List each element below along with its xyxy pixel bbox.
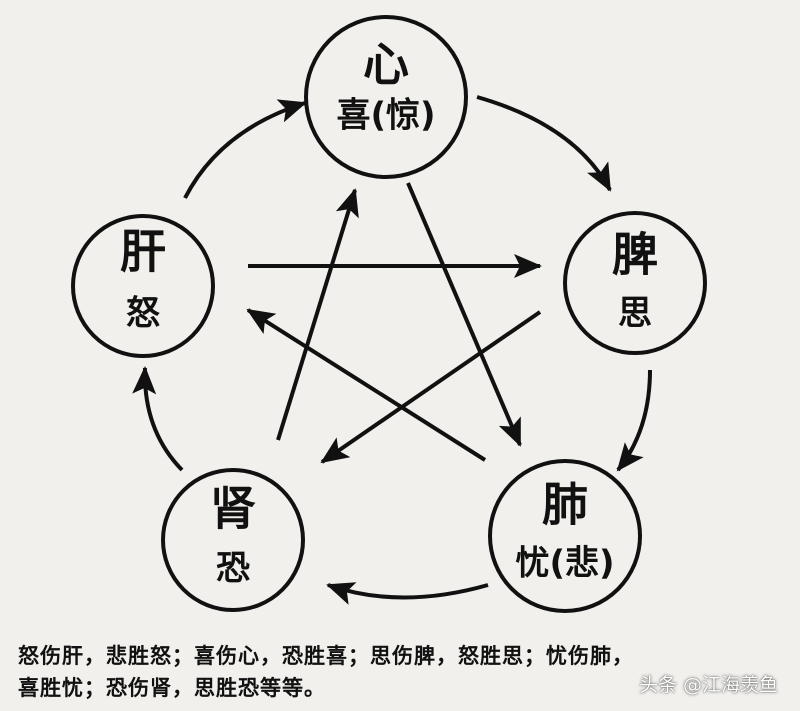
organ-heart-label: 心	[363, 38, 409, 92]
node-spleen: 脾 思	[563, 211, 707, 355]
caption-line-2: 喜胜忧；恐伤肾，思胜恐等等。	[18, 676, 326, 700]
emotion-liver-label: 怒	[126, 294, 160, 334]
generating-cycle-arrows	[132, 95, 652, 605]
arrow-liver-to-heart	[183, 99, 307, 199]
organ-lung-label: 肺	[542, 478, 588, 532]
watermark: 头条 @江海羡鱼	[638, 674, 778, 696]
organ-spleen-label: 脾	[612, 228, 658, 282]
node-heart: 心 喜(惊)	[304, 15, 468, 179]
arrow-spleen-to-kidney	[320, 310, 542, 464]
emotion-lung-label: 忧(悲)	[515, 544, 614, 584]
node-lung: 肺 忧(悲)	[488, 459, 642, 613]
caption-text: 怒伤肝，悲胜怒；喜伤心，恐胜喜；思伤脾，怒胜思；忧伤肺， 喜胜忧；恐伤肾，思胜恐…	[18, 640, 788, 704]
caption-line-1: 怒伤肝，悲胜怒；喜伤心，恐胜喜；思伤脾，怒胜思；忧伤肺，	[18, 644, 634, 668]
arrow-spleen-to-lung	[616, 369, 652, 472]
arrow-heart-to-lung	[406, 182, 522, 447]
arrow-lung-to-kidney	[326, 582, 489, 605]
emotion-heart-label: 喜(惊)	[336, 96, 435, 136]
organ-kidney-label: 肾	[210, 482, 256, 536]
organ-liver-label: 肝	[120, 225, 166, 279]
emotion-kidney-label: 恐	[216, 549, 250, 589]
arrow-lung-to-liver	[246, 308, 487, 462]
arrow-kidney-to-liver	[132, 366, 184, 472]
arrow-heart-to-spleen	[476, 95, 612, 192]
arrow-kidney-to-heart	[276, 188, 359, 441]
emotion-spleen-label: 思	[618, 294, 652, 334]
node-liver: 肝 怒	[71, 214, 215, 358]
controlling-cycle-arrows	[246, 182, 542, 464]
node-kidney: 肾 恐	[161, 468, 305, 612]
